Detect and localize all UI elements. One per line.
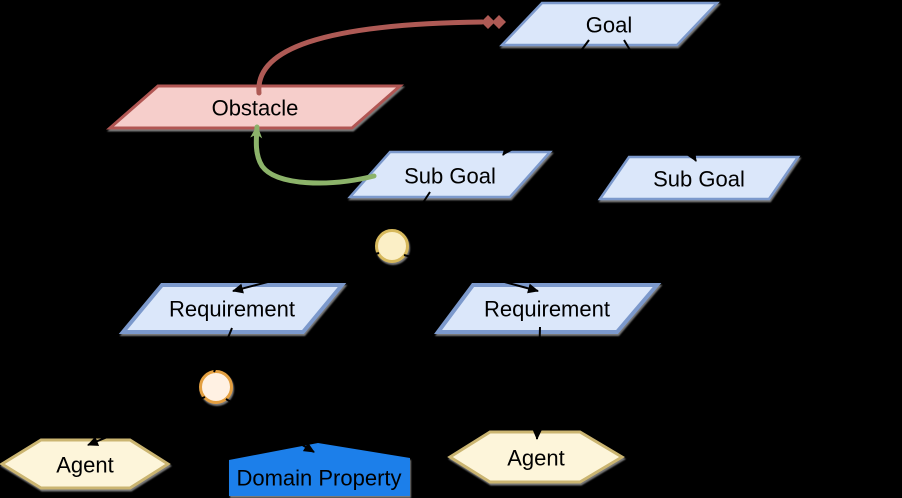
edge-connector1-requirement2[interactable] bbox=[403, 254, 539, 294]
obstruction-diamond-icon bbox=[481, 15, 495, 29]
obstacle-label: Obstacle bbox=[212, 96, 299, 121]
requirement-node-2[interactable] bbox=[434, 283, 662, 334]
obstruction-diamond-icon bbox=[492, 15, 506, 29]
agent-node-2[interactable] bbox=[447, 430, 625, 484]
subgoal1-label: Sub Goal bbox=[404, 164, 496, 189]
agent1-label: Agent bbox=[56, 453, 114, 478]
domain-property-node[interactable] bbox=[229, 443, 410, 496]
and-refinement-circle-2[interactable] bbox=[199, 370, 233, 404]
resolution-edge[interactable] bbox=[250, 124, 377, 186]
edge-connector1-requirement1[interactable] bbox=[232, 252, 380, 294]
obstacle-node[interactable] bbox=[106, 84, 404, 130]
subgoal-node-1[interactable] bbox=[347, 150, 553, 199]
refinement-edges[interactable] bbox=[87, 39, 697, 453]
edge-requirement1-connector2[interactable] bbox=[213, 327, 233, 373]
edge-requirement2-agent2[interactable] bbox=[532, 326, 543, 440]
agent-node-1[interactable] bbox=[0, 438, 171, 490]
edge-subgoal1-connector1[interactable] bbox=[402, 191, 431, 234]
edge-connector2-agent1[interactable] bbox=[87, 396, 206, 446]
goal-label: Goal bbox=[586, 13, 632, 38]
obstruction-edge[interactable] bbox=[256, 15, 506, 96]
goal-node[interactable] bbox=[499, 1, 720, 47]
and-refinement-circle-1[interactable] bbox=[375, 229, 409, 263]
requirement2-label: Requirement bbox=[484, 297, 610, 322]
agent2-label: Agent bbox=[507, 446, 565, 471]
subgoal2-label: Sub Goal bbox=[653, 167, 745, 192]
edge-goal-subgoal2[interactable] bbox=[623, 39, 697, 162]
requirement-node-1[interactable] bbox=[118, 283, 347, 334]
edge-goal-subgoal1[interactable] bbox=[502, 39, 590, 156]
subgoal-node-2[interactable] bbox=[597, 155, 801, 201]
domain-property-label: Domain Property bbox=[236, 466, 401, 491]
edge-connector2-domainproperty[interactable] bbox=[225, 398, 315, 453]
requirement1-label: Requirement bbox=[169, 297, 295, 322]
